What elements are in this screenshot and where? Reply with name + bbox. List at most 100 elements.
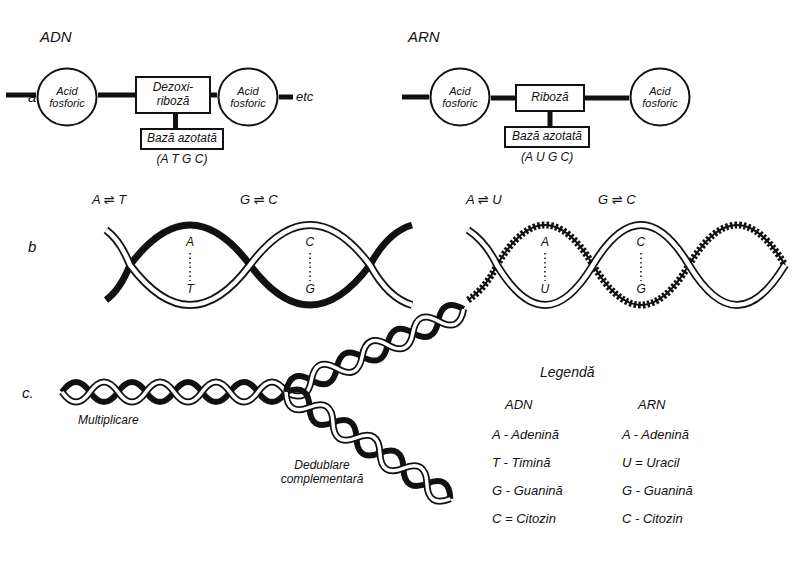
node-label: Acid fosforic: [637, 85, 683, 110]
legend-column-heading: ARN: [638, 398, 665, 413]
strand-light: [281, 384, 456, 508]
strand-light-outline: [62, 382, 286, 402]
node-label: Acid fosforic: [437, 85, 483, 110]
legend-entry: U = Uracil: [622, 456, 679, 471]
backbone-bond: [173, 114, 178, 128]
node-text: Bază azotată: [509, 130, 585, 144]
rna-double-helix: [468, 225, 785, 305]
base-letter: C: [637, 236, 646, 250]
node-text: Bază azotată: [145, 132, 219, 146]
phosphate-circle: Acid fosforic: [429, 67, 491, 127]
circle-outline: [36, 67, 98, 127]
legend-entry: A - Adenină: [622, 428, 689, 443]
daughter-helix: [282, 300, 468, 401]
legend-entry: C - Citozin: [622, 512, 683, 527]
continuation-note: etc: [296, 90, 313, 105]
sugar-box: Dezoxi- riboză: [135, 76, 211, 114]
phosphate-circle: Acid fosforic: [217, 67, 279, 127]
backbone-bond: [491, 96, 515, 101]
process-label: Dedublare complementară: [267, 459, 377, 487]
circle-outline: [217, 67, 279, 127]
base-pairing: A ⇌ U: [466, 193, 502, 208]
circle-shape: [631, 69, 690, 126]
base-letter: G: [306, 283, 315, 297]
base-letter: C: [306, 236, 315, 250]
base-list: (A U G C): [521, 151, 573, 165]
base-letter: A: [541, 236, 549, 250]
backbone-stub: [402, 95, 429, 100]
circle-outline: [429, 67, 491, 127]
circle-outline: [629, 67, 691, 127]
node-text: Acid fosforic: [437, 85, 483, 110]
row-letter: c.: [22, 384, 34, 401]
base-box: Bază azotată: [140, 128, 224, 150]
molecule-heading: ARN: [408, 28, 440, 45]
base-box: Bază azotată: [504, 126, 590, 148]
dna-strand-light: [106, 225, 412, 305]
legend-entry: A - Adenină: [492, 428, 559, 443]
strand-dark: [62, 382, 286, 402]
dna-strand-light-outline: [106, 225, 412, 305]
circle-shape: [38, 69, 97, 126]
backbone-bond: [98, 93, 135, 98]
node-label: Riboză: [520, 91, 580, 105]
sugar-box: Riboză: [515, 84, 585, 112]
node-text: Acid fosforic: [44, 85, 90, 110]
row-letter: a: [28, 88, 36, 105]
strand-light-outline: [281, 384, 456, 508]
base-letter: T: [187, 283, 194, 297]
dna-double-helix: [106, 225, 412, 305]
phosphate-circle: Acid fosforic: [36, 67, 98, 127]
node-label: Dezoxi- riboză: [140, 81, 206, 109]
base-pair-bond: [309, 253, 311, 281]
legend-entry: C = Citozin: [492, 512, 556, 527]
legend-entry: G - Guanină: [622, 484, 693, 499]
base-pair-bond: [189, 253, 191, 281]
backbone-bond: [548, 112, 553, 126]
strand-light-outline: [282, 300, 468, 401]
circle-shape: [219, 69, 278, 126]
base-pairing: G ⇌ C: [598, 193, 636, 208]
replication-fork: [62, 300, 468, 507]
node-text: Dezoxi- riboză: [140, 81, 206, 109]
daughter-helix: [281, 384, 456, 508]
base-pairing: A ⇌ T: [92, 193, 126, 208]
molecule-heading: ADN: [40, 28, 72, 45]
node-label: Acid fosforic: [44, 85, 90, 110]
node-label: Bază azotată: [509, 130, 585, 144]
parent-helix: [62, 382, 286, 402]
node-label: Acid fosforic: [225, 85, 271, 110]
legend-entry: G - Guanină: [492, 484, 563, 499]
node-text: Acid fosforic: [225, 85, 271, 110]
base-list: (A T G C): [157, 153, 208, 167]
legend-entry: T - Timină: [492, 456, 550, 471]
node-label: Bază azotată: [145, 132, 219, 146]
strand-light: [62, 382, 286, 402]
dna-strand-dark: [106, 225, 412, 305]
node-text: Riboză: [520, 91, 580, 105]
phosphate-circle: Acid fosforic: [629, 67, 691, 127]
strand-light: [282, 300, 468, 401]
strand-dark: [281, 384, 456, 508]
circle-shape: [431, 69, 490, 126]
rna-strand-light: [468, 225, 785, 305]
base-pairing: G ⇌ C: [240, 193, 278, 208]
legend-column-heading: ADN: [505, 398, 532, 413]
base-letter: G: [637, 283, 646, 297]
backbone-bond: [585, 96, 629, 101]
rna-strand-hatched: [468, 225, 785, 305]
base-letter: U: [541, 283, 550, 297]
base-letter: A: [186, 236, 194, 250]
row-letter: b: [28, 238, 36, 255]
process-label: Multiplicare: [78, 414, 139, 428]
base-pair-bond: [640, 253, 642, 281]
rna-strand-light-outline: [468, 225, 785, 305]
backbone-stub: [279, 95, 293, 100]
node-text: Acid fosforic: [637, 85, 683, 110]
rna-strand-core: [468, 225, 785, 305]
base-pair-bond: [544, 253, 546, 281]
strand-dark: [282, 300, 468, 401]
legend-heading: Legendă: [540, 364, 595, 380]
